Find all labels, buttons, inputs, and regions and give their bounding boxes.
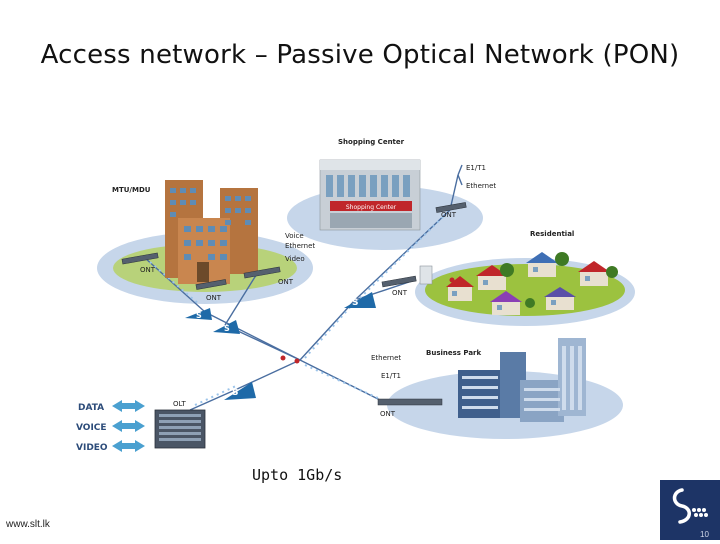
ont-label: ONT [206, 294, 222, 302]
splitter: S [224, 382, 256, 400]
ont-label: ONT [278, 278, 294, 286]
residential-label: Residential [530, 230, 574, 238]
video-label: VIDEO [76, 443, 108, 453]
slt-logo [660, 480, 720, 540]
page-number: 10 [700, 530, 709, 539]
biz-ethernet-label: Ethernet [371, 354, 401, 362]
mtu-voice-label: Voice [285, 232, 304, 240]
olt-label: OLT [173, 400, 186, 408]
shop-e1t1-label: E1/T1 [466, 164, 486, 172]
svg-text:S: S [224, 324, 230, 333]
business-park-buildings [458, 338, 586, 422]
shopping-center-label: Shopping Center [338, 138, 405, 146]
signal-traces [149, 213, 447, 406]
junction-dot [449, 277, 455, 283]
olt-device [154, 409, 206, 449]
biz-e1t1-label: E1/T1 [381, 372, 401, 380]
svg-text:S: S [232, 388, 238, 398]
junction-dot [280, 355, 286, 361]
speed-caption: Upto 1Gb/s [252, 466, 343, 484]
business-park-label: Business Park [426, 349, 482, 357]
splitter: S [344, 292, 376, 308]
voice-label: VOICE [76, 423, 107, 433]
ont-label: ONT [140, 266, 156, 274]
mtu-mdu-label: MTU/MDU [112, 186, 151, 194]
residential-houses [419, 252, 618, 315]
residential-ground [425, 264, 625, 316]
mtu-video-label: Video [285, 255, 305, 263]
slide-title: Access network – Passive Optical Network… [40, 40, 680, 70]
slt-logo-mark [672, 488, 708, 524]
shop-ethernet-label: Ethernet [466, 182, 496, 190]
svg-text:S: S [196, 311, 202, 320]
ont-devices [121, 202, 467, 406]
svg-text:S: S [352, 298, 358, 308]
ont-label: ONT [380, 410, 396, 418]
shopping-center-building [319, 159, 421, 231]
mtu-ethernet-label: Ethernet [285, 242, 315, 250]
ont-label: ONT [441, 211, 457, 219]
footer-url: www.slt.lk [6, 519, 50, 530]
shopping-sign-text: Shopping Center [346, 204, 397, 211]
splitter: S [185, 308, 212, 320]
splitter: S [213, 320, 240, 334]
data-label: DATA [78, 403, 104, 413]
service-arrows [112, 400, 145, 452]
ont-label: ONT [392, 289, 408, 297]
junction-dot [294, 358, 300, 364]
mtu-buildings [165, 180, 258, 284]
